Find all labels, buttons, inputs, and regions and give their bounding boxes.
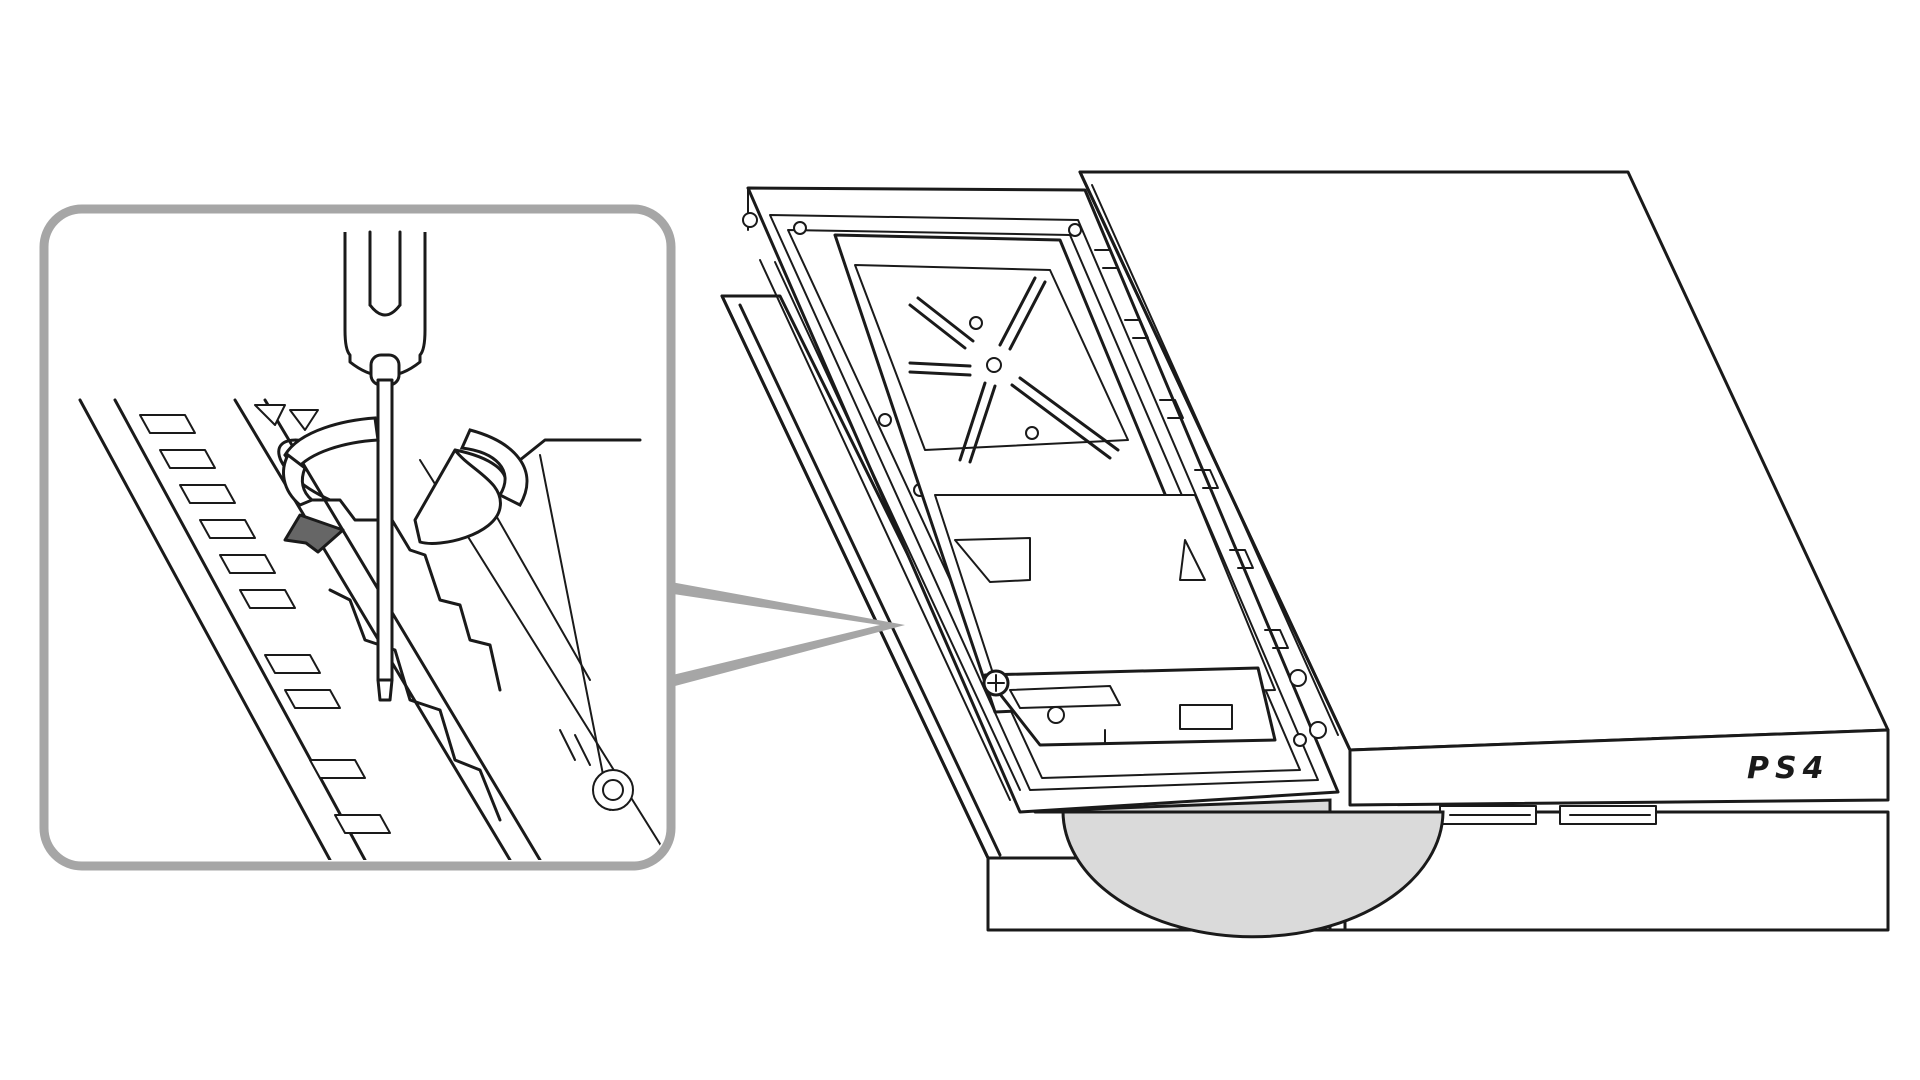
hdd-bracket [833, 233, 1327, 747]
callout-rail [78, 398, 665, 860]
screwdriver-icon [343, 230, 427, 702]
highlight-area [1061, 798, 1445, 939]
console-top-cover: PS4 [1078, 170, 1890, 807]
callout-bracket [254, 404, 642, 822]
rotate-arrow-icon [277, 416, 529, 554]
hdd-screw [982, 669, 1010, 697]
ps4-console: PS4 [720, 170, 1890, 939]
zoom-callout [39, 204, 676, 871]
ps4-logo: PS4 [1747, 751, 1829, 786]
